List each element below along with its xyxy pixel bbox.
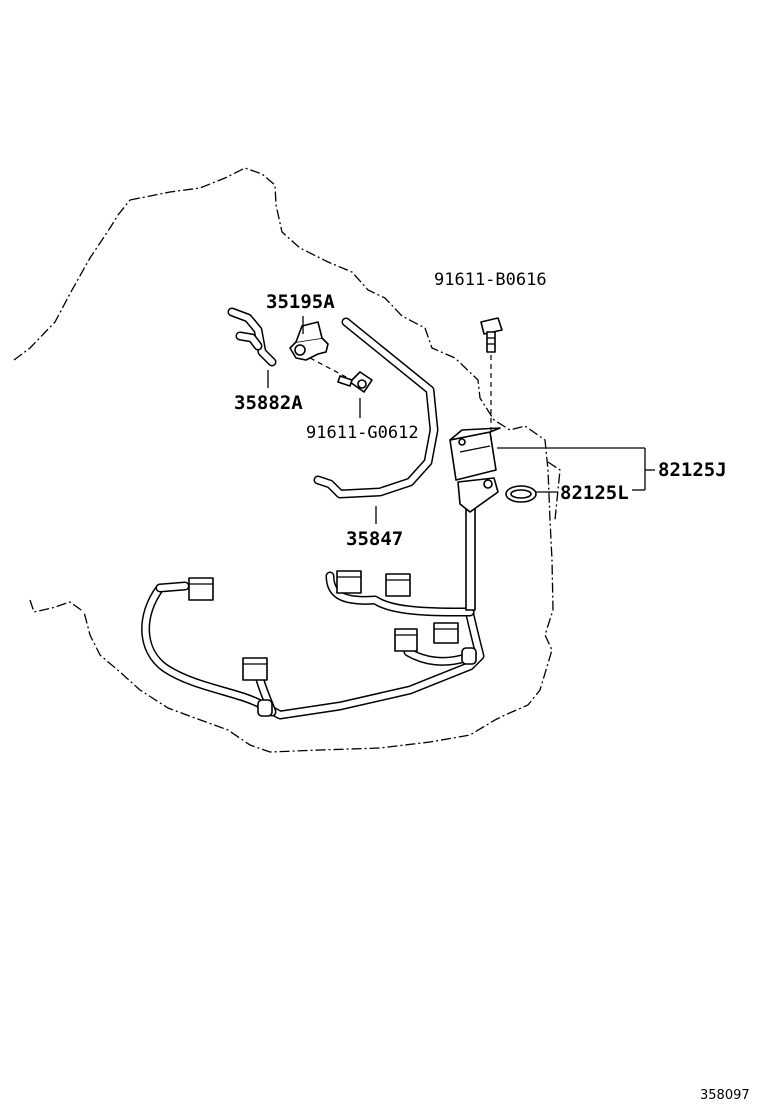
- bolt-91611-b0616: [480, 317, 503, 353]
- bracket-35195a: [289, 321, 329, 361]
- o-ring-inner: [510, 489, 532, 499]
- harness-connector-3: [385, 573, 411, 597]
- callout-35847: 35847: [346, 528, 403, 550]
- harness-connector-5: [433, 622, 459, 644]
- callout-35195a: 35195A: [266, 291, 335, 313]
- callout-35882a: 35882A: [234, 392, 303, 414]
- transmission-outline: [13, 167, 554, 753]
- harness-branch-upper-inner: [327, 573, 473, 615]
- harness-clamp: [257, 699, 273, 717]
- harness-branch-left-inner: [157, 583, 188, 591]
- harness-connector-6: [242, 657, 268, 681]
- speed-sensor: [449, 427, 501, 611]
- bolt-91611-g0612: [337, 371, 373, 393]
- figure-id: 358097: [700, 1088, 750, 1103]
- transmission-outline-inner: [547, 461, 561, 521]
- harness-main-tube-inner: [142, 502, 483, 718]
- callout-82125j: 82125J: [658, 459, 727, 481]
- callout-82125l: 82125L: [560, 482, 629, 504]
- harness-connector-2: [336, 570, 362, 594]
- harness-branch-mid-inner: [405, 649, 468, 665]
- callout-91611-b0616: 91611-B0616: [434, 270, 547, 290]
- harness-clamp: [461, 647, 477, 665]
- callout-91611-g0612: 91611-G0612: [306, 423, 419, 443]
- bolt-g0612-alignment-line: [309, 357, 349, 379]
- harness-connector-4: [394, 628, 418, 652]
- harness-connector-1: [188, 577, 214, 601]
